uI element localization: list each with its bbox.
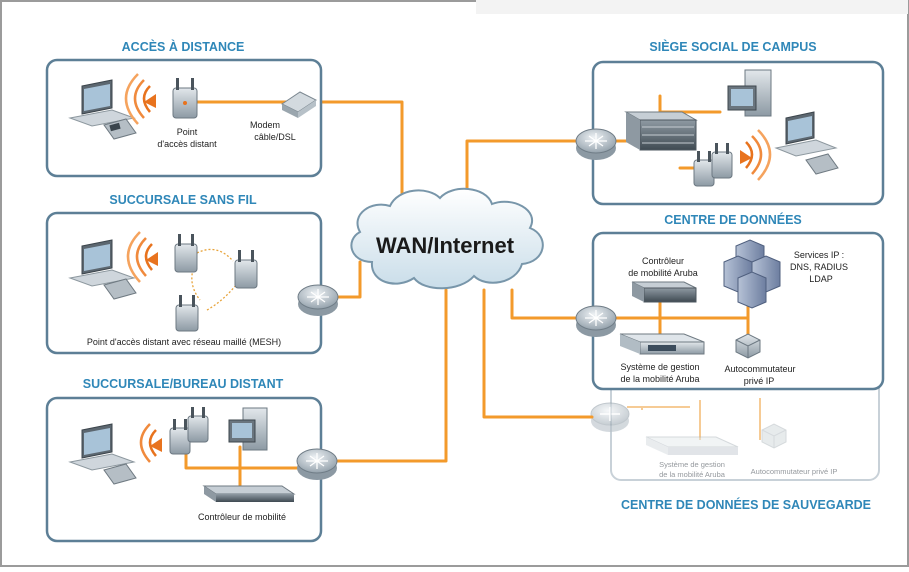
dc-pbx-label-1: Autocommutateur bbox=[724, 364, 795, 374]
cloud-label: WAN/Internet bbox=[376, 233, 515, 258]
desktop-computer-icon bbox=[228, 407, 268, 451]
remote-ap-label-1: Point bbox=[177, 127, 198, 137]
modem-label-2: câble/DSL bbox=[254, 132, 296, 142]
link-datacenter bbox=[510, 288, 581, 320]
modem-label-1: Modem bbox=[250, 120, 280, 130]
access-point-icon bbox=[175, 295, 199, 332]
datacenter-lan bbox=[612, 288, 750, 340]
dc-controller-label-1: Contrôleur bbox=[642, 256, 684, 266]
ip-pbx-icon bbox=[735, 333, 761, 359]
wan-links bbox=[311, 100, 594, 463]
mesh-label: Point d'accès distant avec réseau maillé… bbox=[87, 337, 281, 347]
server-cluster-icon bbox=[723, 239, 781, 309]
remote-office-title: SUCCURSALE/BUREAU DISTANT bbox=[83, 377, 284, 391]
router-icon[interactable] bbox=[296, 448, 338, 480]
remote-office-controller-label: Contrôleur de mobilité bbox=[198, 512, 286, 522]
access-point-icon bbox=[187, 407, 209, 443]
ip-services-label-2: DNS, RADIUS bbox=[790, 262, 848, 272]
mobility-controller-icon bbox=[202, 485, 296, 502]
dc-controller-label-2: de mobilité Aruba bbox=[628, 268, 698, 278]
backup-links bbox=[627, 398, 761, 440]
dc-mgmt-label-2: de la mobilité Aruba bbox=[620, 374, 699, 384]
link-remote-access bbox=[311, 100, 404, 217]
pda-icon bbox=[103, 118, 137, 140]
ip-services-label-1: Services IP : bbox=[794, 250, 844, 260]
ip-services-label-3: LDAP bbox=[809, 274, 833, 284]
access-point-icon bbox=[234, 250, 258, 289]
wireless-waves-icon bbox=[124, 73, 156, 125]
wireless-waves-icon bbox=[126, 231, 158, 283]
backup-pbx-label: Autocommutateur privé IP bbox=[751, 467, 838, 476]
dc-mgmt-label-1: Système de gestion bbox=[620, 362, 699, 372]
modem-icon bbox=[281, 91, 317, 118]
link-campus bbox=[465, 139, 581, 202]
dc-pbx-label-2: privé IP bbox=[744, 376, 775, 386]
pda-icon bbox=[805, 153, 839, 175]
mgmt-appliance-icon bbox=[619, 333, 705, 355]
backup-mgmt-label-2: de la mobilité Aruba bbox=[659, 470, 726, 479]
remote-access-title: ACCÈS À DISTANCE bbox=[122, 39, 245, 54]
backup-router-icon[interactable] bbox=[590, 402, 630, 432]
link-backup bbox=[482, 288, 594, 419]
wireless-branch-title: SUCCURSALE SANS FIL bbox=[109, 193, 257, 207]
top-right-band bbox=[476, 0, 908, 14]
wireless-waves-icon bbox=[139, 423, 162, 463]
access-point-icon bbox=[693, 151, 715, 187]
wan-internet-cloud: WAN/Internet bbox=[350, 187, 544, 290]
backup-mgmt-label-1: Système de gestion bbox=[659, 460, 725, 469]
router-icon[interactable] bbox=[297, 284, 339, 316]
laptop-icon bbox=[774, 111, 838, 157]
router-icon[interactable] bbox=[575, 305, 617, 337]
link-remote-office bbox=[334, 288, 448, 463]
wireless-branch-panel bbox=[45, 211, 323, 355]
controller-stack-icon bbox=[624, 111, 698, 151]
laptop-icon bbox=[68, 239, 136, 287]
backup-pbx-icon bbox=[761, 423, 787, 449]
backup-mgmt-appliance-icon bbox=[645, 436, 739, 455]
access-point-icon bbox=[172, 78, 198, 119]
pda-icon bbox=[103, 463, 137, 485]
desktop-computer-icon bbox=[727, 69, 772, 117]
backup-datacenter-title: CENTRE DE DONNÉES DE SAUVEGARDE bbox=[621, 497, 871, 512]
remote-ap-label-2: d'accès distant bbox=[157, 139, 217, 149]
router-icon[interactable] bbox=[575, 128, 617, 160]
link-wireless-branch bbox=[334, 260, 362, 299]
mobility-controller-icon bbox=[631, 281, 697, 303]
laptop-icon bbox=[68, 423, 136, 471]
access-point-icon bbox=[711, 143, 733, 179]
pda-icon bbox=[103, 278, 137, 300]
datacenter-title: CENTRE DE DONNÉES bbox=[664, 212, 802, 227]
campus-title: SIÈGE SOCIAL DE CAMPUS bbox=[649, 39, 816, 54]
access-point-icon bbox=[174, 234, 198, 273]
wireless-waves-icon bbox=[740, 129, 772, 181]
